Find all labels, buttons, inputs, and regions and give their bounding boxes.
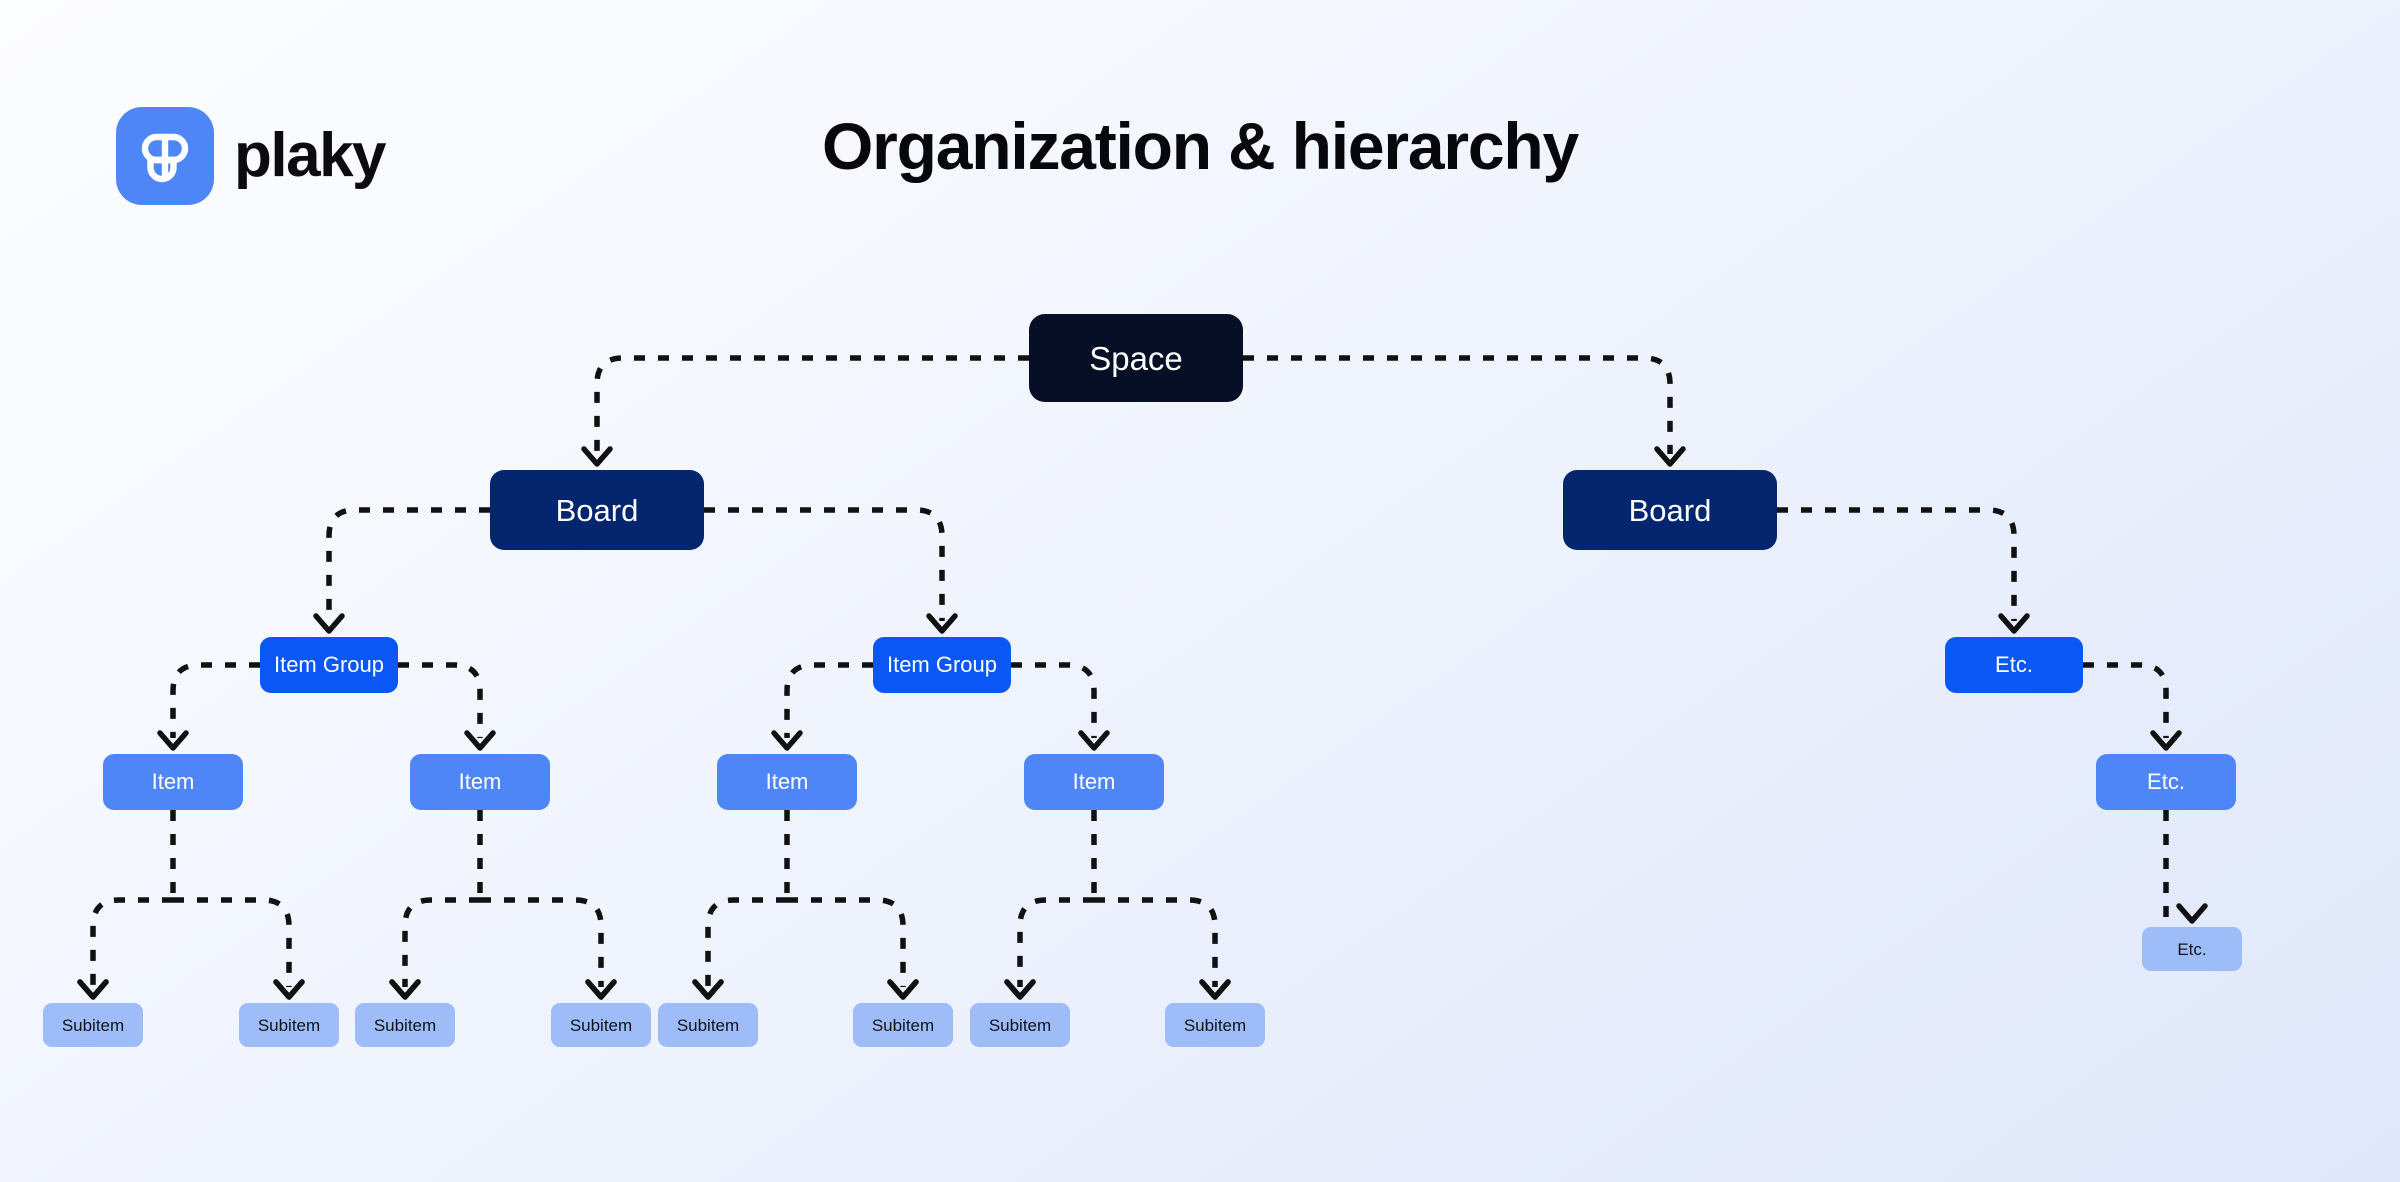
node-label: Subitem: [988, 1015, 1052, 1035]
arrowhead-icon: [464, 730, 496, 751]
arrowhead-icon: [2150, 730, 2182, 751]
node-label: Subitem: [569, 1015, 633, 1035]
node-label: Item Group: [886, 652, 998, 677]
edge-itm-3-to-sub-5: [705, 897, 787, 987]
arrowhead-icon: [157, 730, 189, 751]
arrowhead-icon: [77, 979, 109, 1000]
node-label: Item: [765, 769, 809, 794]
edge-board-l-to-grp-1: [326, 507, 490, 621]
edge-grp-r-to-itm-r: [2083, 662, 2169, 738]
arrowhead-icon: [887, 979, 919, 1000]
node-itm-r[interactable]: Etc.: [2096, 754, 2236, 810]
node-board-l[interactable]: Board: [490, 470, 704, 550]
node-label: Subitem: [61, 1015, 125, 1035]
node-sub-5[interactable]: Subitem: [658, 1003, 758, 1047]
brand-lockup[interactable]: plaky: [116, 107, 387, 205]
node-itm-3[interactable]: Item: [717, 754, 857, 810]
edge-space-to-board-r: [1243, 355, 1673, 454]
edge-itm-4-to-sub-7: [1017, 897, 1094, 987]
node-sub-8[interactable]: Subitem: [1165, 1003, 1265, 1047]
node-sub-3[interactable]: Subitem: [355, 1003, 455, 1047]
arrowhead-icon: [585, 979, 617, 1000]
edge-board-r-to-grp-r: [1777, 507, 2017, 621]
node-label: Etc.: [1995, 652, 2033, 677]
node-label: Subitem: [373, 1015, 437, 1035]
node-label: Etc.: [2177, 939, 2207, 959]
node-sub-7[interactable]: Subitem: [970, 1003, 1070, 1047]
arrowhead-icon: [1199, 979, 1231, 1000]
node-label: Item: [1072, 769, 1116, 794]
node-sub-1[interactable]: Subitem: [43, 1003, 143, 1047]
node-label: Item: [458, 769, 502, 794]
edge-board-l-to-grp-2: [704, 507, 945, 621]
edge-itm-3-to-sub-6: [787, 897, 906, 987]
node-label: Subitem: [1183, 1015, 1247, 1035]
node-label: Item Group: [273, 652, 385, 677]
edge-itm-4-to-sub-8: [1094, 897, 1218, 987]
node-space[interactable]: Space: [1029, 314, 1243, 402]
arrowhead-icon: [771, 730, 803, 751]
node-label: Board: [555, 492, 639, 528]
edge-itm-2-to-sub-4: [480, 897, 604, 987]
node-label: Subitem: [257, 1015, 321, 1035]
arrowhead-icon: [389, 979, 421, 1000]
brand-name: plaky: [234, 121, 387, 190]
node-label: Etc.: [2147, 769, 2185, 794]
arrowhead-icon: [273, 979, 305, 1000]
edge-space-to-board-l: [594, 355, 1029, 454]
arrowhead-icon: [585, 979, 617, 1000]
arrowhead-icon: [389, 979, 421, 1000]
node-grp-1[interactable]: Item Group: [260, 637, 398, 693]
node-sub-2[interactable]: Subitem: [239, 1003, 339, 1047]
node-label: Subitem: [676, 1015, 740, 1035]
page-header: plaky Organization & hierarchy: [0, 0, 2400, 240]
edge-grp-2-to-itm-3: [784, 662, 873, 738]
node-grp-r[interactable]: Etc.: [1945, 637, 2083, 693]
edge-itm-1-to-sub-1: [90, 897, 173, 987]
arrowhead-icon: [313, 613, 345, 634]
edge-grp-1-to-itm-1: [170, 662, 260, 738]
node-label: Item: [151, 769, 195, 794]
arrowhead-icon: [1078, 730, 1110, 751]
arrowhead-icon: [77, 979, 109, 1000]
arrowhead-icon: [1004, 979, 1036, 1000]
arrowhead-icon: [692, 979, 724, 1000]
arrowhead-icon: [1004, 979, 1036, 1000]
node-itm-1[interactable]: Item: [103, 754, 243, 810]
page-title: Organization & hierarchy: [821, 109, 1579, 183]
plaky-logo-icon: [116, 107, 214, 205]
arrowhead-icon: [1654, 446, 1686, 467]
arrowhead-icon: [887, 979, 919, 1000]
node-label: Board: [1628, 492, 1712, 528]
node-sub-r[interactable]: Etc.: [2142, 927, 2242, 971]
node-sub-4[interactable]: Subitem: [551, 1003, 651, 1047]
node-sub-6[interactable]: Subitem: [853, 1003, 953, 1047]
arrowhead-icon: [926, 613, 958, 634]
node-grp-2[interactable]: Item Group: [873, 637, 1011, 693]
arrowhead-icon: [2176, 903, 2208, 924]
arrowhead-icon: [692, 979, 724, 1000]
arrowhead-icon: [1998, 613, 2030, 634]
node-label: Space: [1089, 339, 1183, 377]
edge-itm-2-to-sub-3: [402, 897, 480, 987]
arrowhead-icon: [1199, 979, 1231, 1000]
node-itm-4[interactable]: Item: [1024, 754, 1164, 810]
edge-grp-2-to-itm-4: [1011, 662, 1097, 738]
node-board-r[interactable]: Board: [1563, 470, 1777, 550]
arrowhead-icon: [273, 979, 305, 1000]
edge-grp-1-to-itm-2: [398, 662, 483, 738]
edge-itm-1-to-sub-2: [173, 897, 292, 987]
node-itm-2[interactable]: Item: [410, 754, 550, 810]
node-label: Subitem: [871, 1015, 935, 1035]
arrowhead-icon: [581, 446, 613, 467]
